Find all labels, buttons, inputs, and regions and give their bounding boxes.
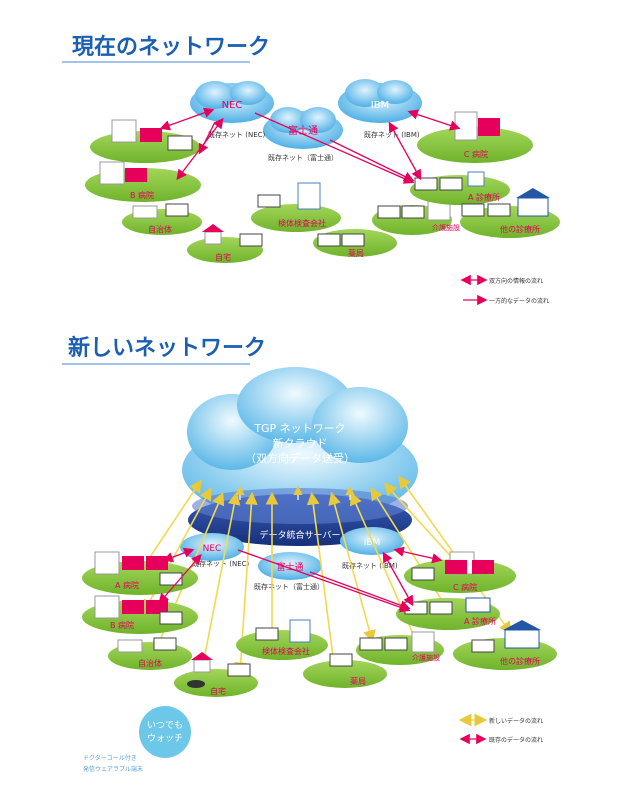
node-label: 自宅 <box>215 252 231 262</box>
node-label: A 診療所 <box>464 616 496 626</box>
watch-caption-line: 発信ウェアラブル端末 <box>83 765 143 773</box>
island-top-left-hospital <box>90 119 200 163</box>
cloud-line: TGP ネットワーク <box>253 422 345 435</box>
cloud-label: 富士通 <box>288 124 318 137</box>
island-municipality-2: 自治体 <box>108 637 192 670</box>
legend-existing-label: 既存のデータの流れ <box>489 736 543 744</box>
node-label: 介護施設 <box>432 223 460 232</box>
island-a-hospital: A 病院 <box>82 551 198 595</box>
node-label: B 病院 <box>130 190 154 200</box>
node-label: A 病院 <box>115 580 139 590</box>
island-care-2: 介護施設 <box>356 631 444 665</box>
island-b-hospital: B 病院 <box>85 161 201 202</box>
island-b-hospital-2: B 病院 <box>82 595 198 634</box>
section-current-network: 現在のネットワーク NEC 富士通 IBM 既存ネット (NEC) 既存ネット（… <box>62 34 560 306</box>
cloud-fujitsu: 富士通 <box>263 107 343 149</box>
node-label: 他の診療所 <box>500 656 540 666</box>
node-label: 自治体 <box>148 224 172 234</box>
net-label-fujitsu: 既存ネット（富士通） <box>268 153 338 162</box>
flows-existing <box>158 546 443 613</box>
watch-caption-line: ドクターコール付き <box>83 754 137 762</box>
node-label: 薬局 <box>350 676 366 686</box>
island-lab: 検体検査会社 <box>251 182 341 232</box>
section2-title: 新しいネットワーク <box>68 335 266 361</box>
legend-current: 双方向の情報の流れ 一方的なデータの流れ <box>460 274 549 306</box>
node-label: A 診療所 <box>468 192 500 202</box>
section1-title: 現在のネットワーク <box>72 34 270 60</box>
node-label: 他の診療所 <box>500 224 540 234</box>
island-pharmacy: 薬局 <box>313 229 397 258</box>
cloud-line: （双方向データ送受） <box>245 451 355 465</box>
island-c-hospital: C 病院 <box>417 111 533 163</box>
node-label: C 病院 <box>453 582 477 592</box>
node-label: 介護施設 <box>412 653 440 662</box>
legend-oneway-label: 一方的なデータの流れ <box>489 297 549 305</box>
island-clinic-other: 他の診療所 <box>460 188 560 238</box>
net-label-nec: 既存ネット (NEC) <box>208 130 266 139</box>
island-pharmacy-2: 薬局 <box>303 653 387 688</box>
wearable-watch: いつでも ウォッチ <box>139 706 191 758</box>
island-clinic-other-2: 他の診療所 <box>453 620 557 670</box>
node-label: 自宅 <box>210 686 226 696</box>
island-municipality: 自治体 <box>122 203 202 235</box>
net-label-fujitsu: 既存ネット（富士通） <box>254 582 324 591</box>
island-home: 自宅 <box>187 224 263 263</box>
node-label: 検体検査会社 <box>262 646 310 656</box>
island-home-2: 自宅 <box>174 652 258 697</box>
legend-bidirectional-label: 双方向の情報の流れ <box>489 277 543 285</box>
cloud-nec-2: NEC <box>180 533 244 561</box>
legend-new-label: 新しいデータの流れ <box>489 717 543 725</box>
cloud-label: IBM <box>371 100 389 111</box>
node-label: 薬局 <box>348 248 364 258</box>
node-label: 自治体 <box>138 658 162 668</box>
cloud-line: 新クラウド <box>273 436 328 450</box>
island-care: 介護施設 <box>372 199 460 235</box>
cloud-label: 富士通 <box>276 561 303 573</box>
island-c-hospital-2: C 病院 <box>404 551 516 593</box>
node-label: 検体検査会社 <box>278 218 326 228</box>
cloud-label: NEC <box>203 544 222 554</box>
net-label-nec: 既存ネット (NEC) <box>192 559 250 568</box>
legend-new: 新しいデータの流れ 既存のデータの流れ <box>458 713 543 745</box>
cloud-label: NEC <box>222 100 243 111</box>
node-label: B 病院 <box>110 620 134 630</box>
section-new-network: 新しいネットワーク TGP ネットワーク 新クラウド （双方向データ送受） デー… <box>62 335 557 773</box>
net-label-ibm: 既存ネット (IBM) <box>364 130 420 139</box>
flows-current <box>159 107 461 184</box>
node-label: C 病院 <box>464 149 488 159</box>
island-lab-2: 検体検査会社 <box>236 619 328 660</box>
island-clinic-a: A 診療所 <box>410 171 510 205</box>
cloud-nec: NEC <box>190 81 274 123</box>
cloud-ibm: IBM <box>338 79 422 123</box>
watch-line: ウォッチ <box>147 733 183 744</box>
tgp-cloud: TGP ネットワーク 新クラウド （双方向データ送受） <box>182 367 418 522</box>
watch-line: いつでも <box>147 720 183 731</box>
